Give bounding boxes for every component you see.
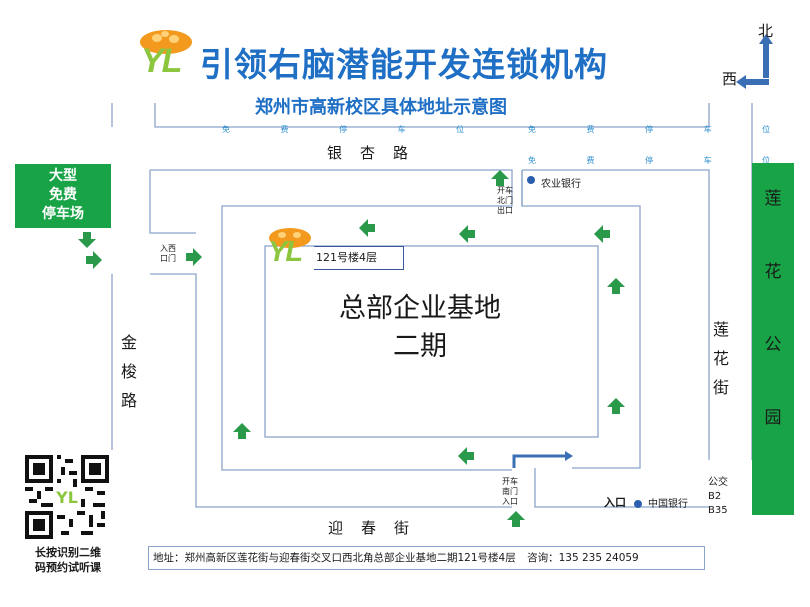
large-parking-lot: 大型 免费 停车场 — [15, 164, 111, 228]
arrow-left-icon — [594, 225, 610, 243]
building-name-line-1: 总部企业基地 — [339, 293, 501, 324]
arrow-up-icon — [607, 278, 625, 294]
floor-label: 121号楼4层 — [314, 246, 404, 270]
bus-stop-label: 公交 B2 B35 — [708, 476, 728, 518]
arrow-up-icon — [491, 170, 509, 186]
bus-stop-line-2: B2 — [708, 491, 722, 502]
parking-lot-line-1: 大型 — [49, 168, 77, 184]
building-logo: YL — [266, 226, 314, 270]
brand-name: 引领右脑潜能开发连锁机构 — [200, 45, 608, 84]
road-south-label: 迎春街 — [328, 519, 428, 537]
arrow-down-icon — [78, 232, 96, 248]
qr-caption: 长按识别二维 码预约试听课 — [14, 545, 122, 575]
address-bar: 地址：郑州高新区莲花街与迎春街交叉口西北角总部企业基地二期121号楼4层 咨询：… — [148, 546, 705, 570]
north-exit-gate: 开车 北门 出口 — [497, 186, 513, 216]
south-entry-gate: 开车 南门 入口 — [502, 477, 518, 507]
free-parking-label-top-right: 免 费 停 车 位 — [528, 125, 795, 134]
south-entry-line-2: 南门 — [502, 487, 518, 496]
arrow-left-icon — [459, 225, 475, 243]
brand-logo: YL — [137, 28, 195, 80]
free-parking-label-top-left: 免 费 停 车 位 — [222, 125, 489, 134]
logo-text: YL — [141, 42, 182, 80]
parking-lot-line-3: 停车场 — [42, 206, 84, 222]
svg-text:YL: YL — [55, 488, 78, 507]
compass-west-label: 西 — [722, 70, 738, 88]
south-entry-line-3: 入口 — [502, 497, 518, 506]
entrance-label: 入口 — [604, 496, 626, 509]
arrow-right-icon — [86, 251, 102, 269]
west-entry-line-2: 口门 — [160, 254, 176, 263]
north-exit-line-3: 出口 — [497, 206, 513, 215]
road-north-label: 银杏路 — [327, 144, 427, 162]
qr-caption-line-2: 码预约试听课 — [35, 561, 101, 574]
address-text: 地址：郑州高新区莲花街与迎春街交叉口西北角总部企业基地二期121号楼4层 — [153, 552, 516, 564]
qr-code: YL — [25, 455, 109, 539]
south-entry-line-1: 开车 — [502, 477, 518, 486]
arrow-left-icon — [359, 219, 375, 237]
building-name: 总部企业基地 二期 — [300, 290, 540, 366]
arrow-up-icon — [233, 423, 251, 439]
park-label: 莲花公园 — [764, 189, 782, 428]
north-exit-line-2: 北门 — [497, 196, 513, 205]
china-bank-marker — [634, 500, 642, 508]
phone-number: 135 235 24059 — [558, 552, 639, 564]
west-entry-line-1: 入西 — [160, 244, 176, 253]
turn-right-arrow-icon — [512, 451, 573, 468]
building-name-line-2: 二期 — [393, 331, 447, 362]
arrow-right-icon — [186, 248, 202, 266]
compass: 北 西 — [718, 20, 788, 95]
lotus-park: 莲花公园 — [752, 163, 794, 515]
qr-caption-line-1: 长按识别二维 — [35, 546, 101, 559]
building-logo-text: YL — [268, 236, 303, 268]
agri-bank-marker — [527, 176, 535, 184]
map-subtitle: 郑州市高新校区具体地址示意图 — [255, 97, 507, 118]
china-bank-label: 中国银行 — [648, 499, 688, 510]
bus-stop-line-1: 公交 — [708, 477, 728, 488]
west-entry-gate: 入西 口门 — [160, 244, 176, 264]
phone-label: 咨询： — [527, 552, 559, 564]
bus-stop-line-3: B35 — [708, 505, 728, 516]
arrow-up-icon — [607, 398, 625, 414]
agri-bank-label: 农业银行 — [541, 179, 581, 190]
parking-lot-line-2: 免费 — [49, 187, 77, 203]
floor-label-text: 121号楼4层 — [316, 251, 377, 264]
north-exit-line-1: 开车 — [497, 186, 513, 195]
arrow-up-icon — [507, 511, 525, 527]
compass-north-label: 北 — [758, 22, 774, 40]
road-east-label: 莲花街 — [712, 320, 729, 397]
road-west-label: 金梭路 — [120, 333, 137, 410]
arrow-left-icon — [458, 447, 474, 465]
free-parking-label-right: 免 费 停 车 位 — [528, 156, 795, 165]
